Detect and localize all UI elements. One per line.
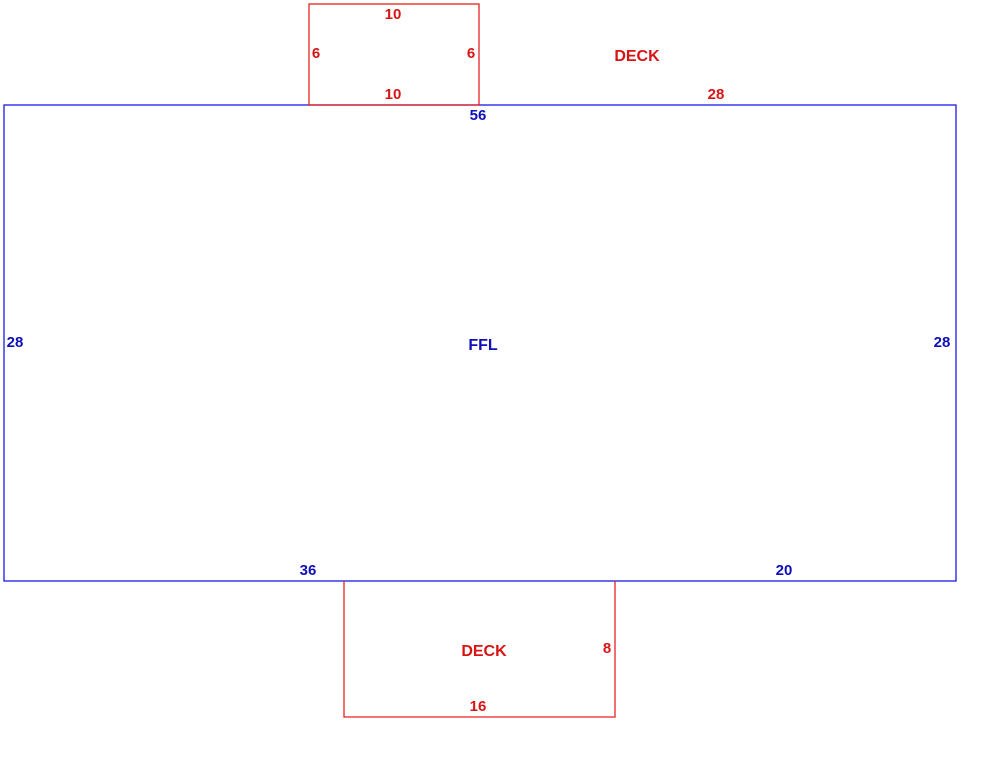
top-deck-bottom-dimension: 10 (385, 86, 402, 103)
main-top-dimension: 56 (470, 107, 487, 124)
main-left-dimension: 28 (7, 334, 24, 351)
main-bottom-left-dimension: 36 (300, 562, 317, 579)
bottom-deck-right-dimension: 8 (603, 640, 611, 657)
top-deck-label: DECK (614, 48, 660, 65)
bottom-deck-outline (343, 581, 616, 718)
top-deck-top-dimension: 10 (385, 6, 402, 23)
main-area-label: FFL (468, 337, 498, 354)
bottom-deck-bottom-dimension: 16 (470, 698, 487, 715)
top-deck-side-dimension: 28 (708, 86, 725, 103)
main-bottom-right-dimension: 20 (776, 562, 793, 579)
top-deck-right-dimension: 6 (467, 45, 475, 62)
main-right-dimension: 28 (934, 334, 951, 351)
main-area-outline (3, 104, 957, 582)
top-deck-left-dimension: 6 (312, 45, 320, 62)
bottom-deck-label: DECK (461, 643, 507, 660)
top-deck-outline (308, 3, 480, 106)
